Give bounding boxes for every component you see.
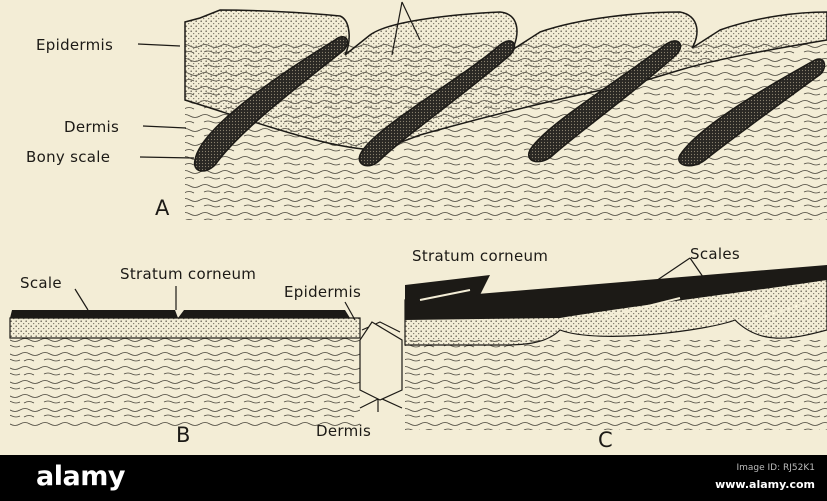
label-epidermis-shared: Epidermis [284, 283, 361, 301]
panel-b-epidermis [10, 318, 360, 338]
panel-a [138, 2, 827, 220]
panel-b [10, 286, 360, 428]
label-dermis-a: Dermis [64, 118, 119, 136]
label-scales-c: Scales [690, 245, 740, 263]
image-id: Image ID: RJ52K1 [736, 463, 815, 473]
panel-c [405, 258, 827, 430]
skin-scale-diagram [0, 0, 827, 455]
label-stratum-corneum-b: Stratum corneum [120, 265, 256, 283]
alamy-logo: alamy [36, 461, 125, 492]
panel-letter-c: C [598, 428, 613, 452]
panel-b-dermis [10, 338, 360, 428]
shared-leaders [360, 322, 402, 412]
panel-b-scale [10, 310, 350, 318]
label-stratum-corneum-c: Stratum corneum [412, 247, 548, 265]
label-scale-b: Scale [20, 274, 62, 292]
label-dermis-shared: Dermis [316, 422, 371, 440]
panel-c-dermis [405, 340, 827, 430]
label-bony-scale: Bony scale [26, 148, 110, 166]
site-url: www.alamy.com [715, 478, 815, 491]
watermark-bar: alamy Image ID: RJ52K1 www.alamy.com [0, 455, 827, 501]
label-epidermis-a: Epidermis [36, 36, 113, 54]
gap-outline [360, 322, 402, 400]
panel-letter-b: B [176, 423, 190, 447]
panel-letter-a: A [155, 196, 169, 220]
